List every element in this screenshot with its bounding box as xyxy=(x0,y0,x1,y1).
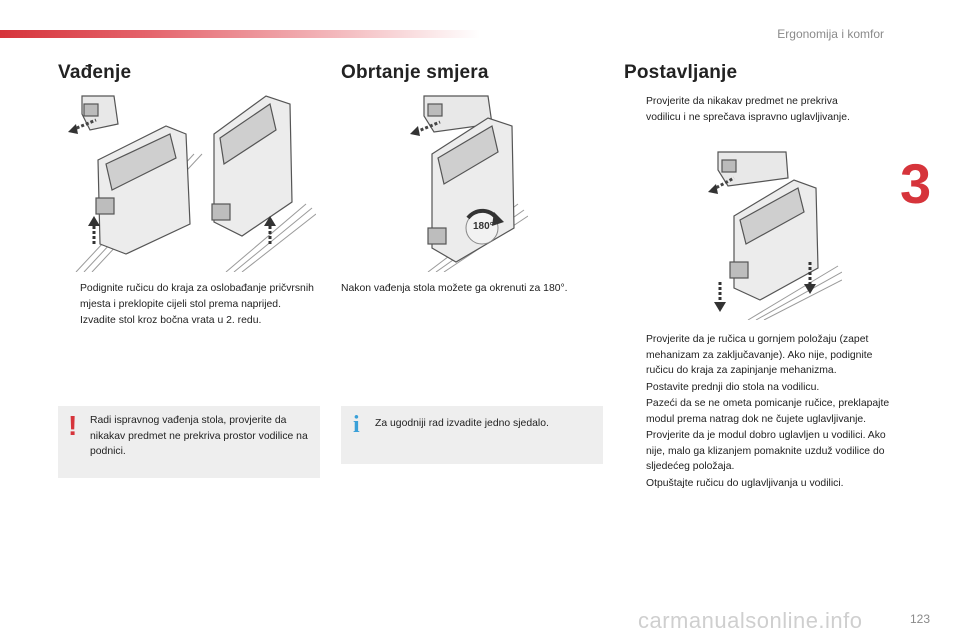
list-item: Provjerite da je ručica u gornjem položa… xyxy=(624,332,892,379)
section-title-removal: Vađenje xyxy=(58,62,132,83)
step-text: Provjerite da nikakav predmet ne prekriv… xyxy=(646,96,850,123)
section-removal: Vađenje xyxy=(58,62,320,94)
list-item: Provjerite da nikakav predmet ne prekriv… xyxy=(624,94,874,125)
list-item: Podignite ručicu do kraja za oslobađanje… xyxy=(58,281,320,312)
chapter-number: 3 xyxy=(900,152,932,215)
step-text: Otpuštajte ručicu do uglavljivanja u vod… xyxy=(646,477,844,489)
illustration-removal xyxy=(66,94,316,272)
warning-icon: ! xyxy=(68,410,78,441)
section-title-installation: Postavljanje xyxy=(624,62,738,83)
list-item: Otpuštajte ručicu do uglavljivanja u vod… xyxy=(624,476,892,492)
info-icon: i xyxy=(353,412,360,438)
step-text: Postavite prednji dio stola na vodilicu. xyxy=(646,381,820,393)
info-box: i Za ugodniji rad izvadite jedno sjedalo… xyxy=(341,406,603,464)
section-title-reversal: Obrtanje smjera xyxy=(341,62,489,83)
list-item: Pazeći da se ne ometa pomicanje ručice, … xyxy=(624,396,892,427)
installation-steps-bottom: Provjerite da je ručica u gornjem položa… xyxy=(624,332,892,492)
info-text: Za ugodniji rad izvadite jedno sjedalo. xyxy=(375,418,549,429)
rotation-label: 180° xyxy=(473,221,494,232)
section-installation: Postavljanje xyxy=(624,62,894,94)
step-text: Provjerite da je modul dobro uglavljen u… xyxy=(646,430,886,472)
step-text: Pazeći da se ne ometa pomicanje ručice, … xyxy=(646,398,890,425)
removal-steps: Podignite ručicu do kraja za oslobađanje… xyxy=(58,281,320,330)
running-head: Ergonomija i komfor xyxy=(777,27,884,41)
step-text: Provjerite da je ručica u gornjem položa… xyxy=(646,334,873,376)
reversal-paragraph: Nakon vađenja stola možete ga okrenuti z… xyxy=(341,283,568,294)
list-item: Izvadite stol kroz bočna vrata u 2. redu… xyxy=(58,313,320,329)
section-reversal: Obrtanje smjera xyxy=(341,62,603,94)
illustration-installation xyxy=(708,150,842,320)
list-item: Postavite prednji dio stola na vodilicu. xyxy=(624,380,892,396)
page-number: 123 xyxy=(909,612,930,626)
top-accent-bar xyxy=(0,30,480,38)
warning-text: Radi ispravnog vađenja stola, provjerite… xyxy=(90,415,308,457)
installation-steps-top: Provjerite da nikakav predmet ne prekriv… xyxy=(624,94,874,126)
illustration-reversal xyxy=(408,94,528,272)
watermark: carmanualsonline.info xyxy=(638,608,863,633)
list-item: Provjerite da je modul dobro uglavljen u… xyxy=(624,428,892,475)
warning-box: ! Radi ispravnog vađenja stola, provjeri… xyxy=(58,406,320,478)
step-text: Podignite ručicu do kraja za oslobađanje… xyxy=(80,283,314,310)
step-text: Izvadite stol kroz bočna vrata u 2. redu… xyxy=(80,315,262,326)
